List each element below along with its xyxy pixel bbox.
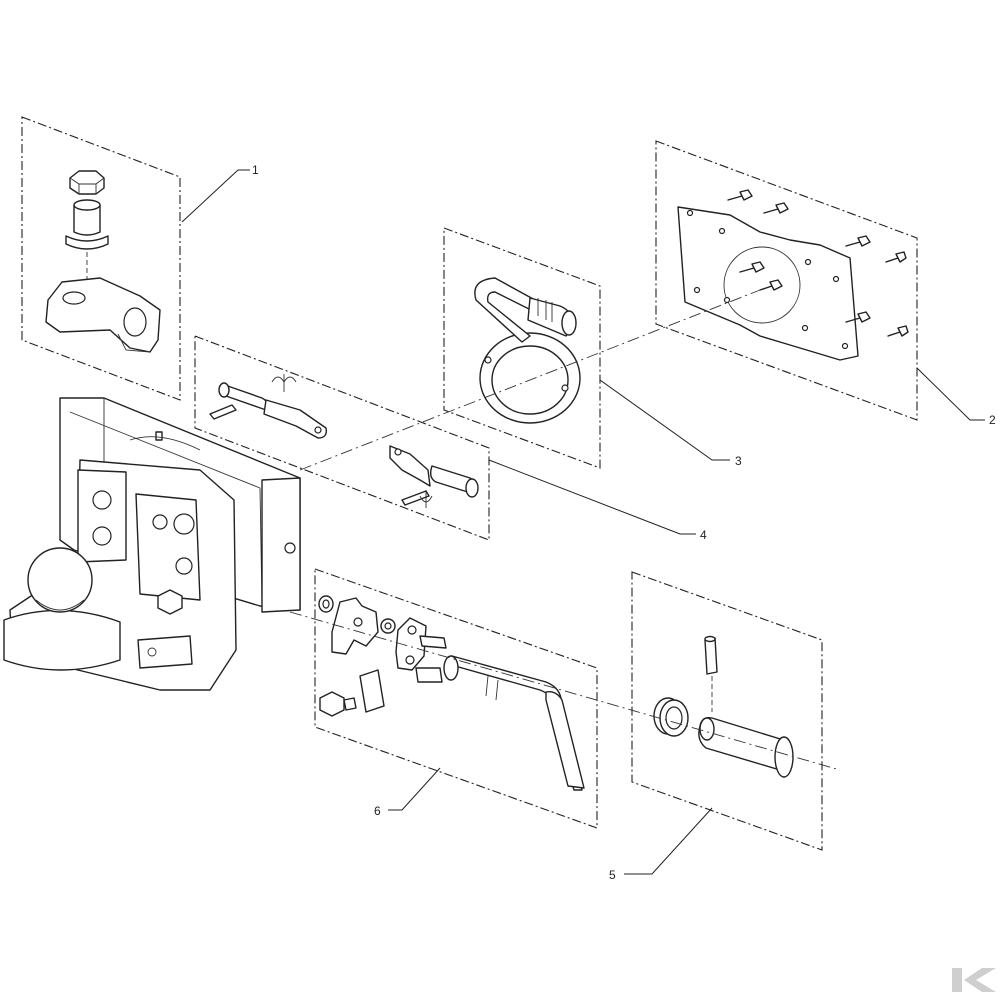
hex-bolt xyxy=(319,635,447,717)
explosion-lines xyxy=(289,289,841,771)
mounting-plate xyxy=(677,206,859,361)
retaining-ring xyxy=(479,332,581,424)
group-6-locking-handle xyxy=(314,568,598,829)
group-5-clevis-pin xyxy=(631,571,823,851)
group-4-frame xyxy=(194,335,490,541)
group-5-frame xyxy=(631,571,823,851)
callout-4: 4 xyxy=(488,459,707,542)
group-3-ring-clip xyxy=(443,227,601,469)
tow-ball xyxy=(27,547,93,613)
group-2-mounting-plate xyxy=(655,140,918,421)
spring-clip xyxy=(474,277,577,343)
locking-handle xyxy=(443,655,585,791)
callout-6: 6 xyxy=(374,767,441,818)
callout-label-4: 4 xyxy=(700,528,707,542)
clevis-pin xyxy=(698,716,794,778)
link-plate xyxy=(395,617,427,671)
callout-1: 1 xyxy=(181,163,259,223)
group-1-bracket-assembly xyxy=(21,116,181,401)
hex-head xyxy=(157,589,183,615)
group-4-latch-pins xyxy=(194,335,490,541)
compression-spring xyxy=(653,697,689,737)
tow-ball-socket xyxy=(3,609,121,671)
group-6-frame xyxy=(314,568,598,829)
callout-label-6: 6 xyxy=(374,804,381,818)
mounting-bracket xyxy=(45,277,161,353)
latch-pin-upper xyxy=(209,374,328,439)
hitch-side-post xyxy=(261,477,301,613)
hitch-housing-plate xyxy=(77,469,127,563)
tow-hitch-body xyxy=(3,397,301,691)
identification-plate xyxy=(137,635,193,669)
callout-label-2: 2 xyxy=(989,413,996,427)
callout-label-1: 1 xyxy=(252,163,259,177)
callout-2: 2 xyxy=(916,367,996,427)
hex-nut xyxy=(69,170,105,195)
plate-bolt xyxy=(727,189,909,337)
roll-pin xyxy=(704,635,718,675)
callout-5: 5 xyxy=(609,807,713,882)
group-3-frame xyxy=(443,227,601,469)
brand-k-logo-icon xyxy=(952,968,996,992)
callout-3: 3 xyxy=(599,379,742,468)
retaining-clip xyxy=(359,669,385,713)
callout-label-3: 3 xyxy=(735,454,742,468)
small-spring xyxy=(318,595,334,613)
lock-lever xyxy=(331,597,379,655)
group-2-frame xyxy=(655,140,918,421)
bushing xyxy=(65,199,109,250)
group-1-frame xyxy=(21,116,181,401)
latch-pin-lower xyxy=(389,445,479,508)
washer xyxy=(380,618,396,634)
callout-label-5: 5 xyxy=(609,868,616,882)
